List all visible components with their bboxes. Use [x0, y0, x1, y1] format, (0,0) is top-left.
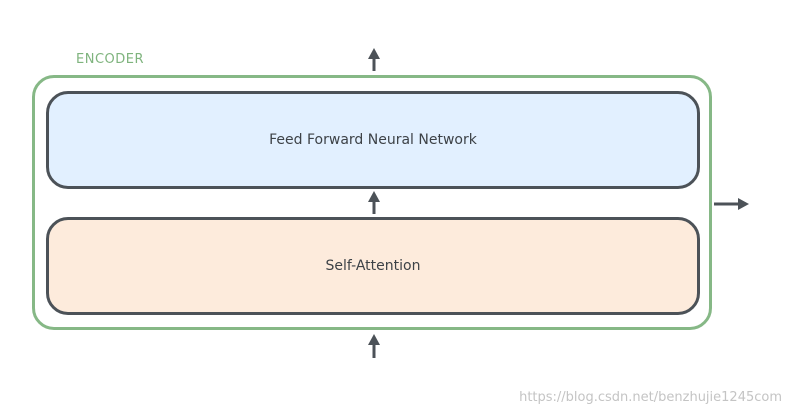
output-arrow-up — [368, 48, 380, 71]
feed-forward-layer: Feed Forward Neural Network — [46, 91, 700, 189]
encoder-label: ENCODER — [76, 52, 145, 67]
feed-forward-label: Feed Forward Neural Network — [269, 132, 477, 148]
middle-arrow — [368, 191, 380, 214]
self-attention-layer: Self-Attention — [46, 217, 700, 315]
output-arrow-right — [714, 198, 749, 210]
watermark: https://blog.csdn.net/benzhujie1245com — [519, 390, 782, 405]
encoder-box — [32, 75, 712, 330]
input-arrow — [368, 334, 380, 358]
self-attention-label: Self-Attention — [325, 258, 421, 274]
